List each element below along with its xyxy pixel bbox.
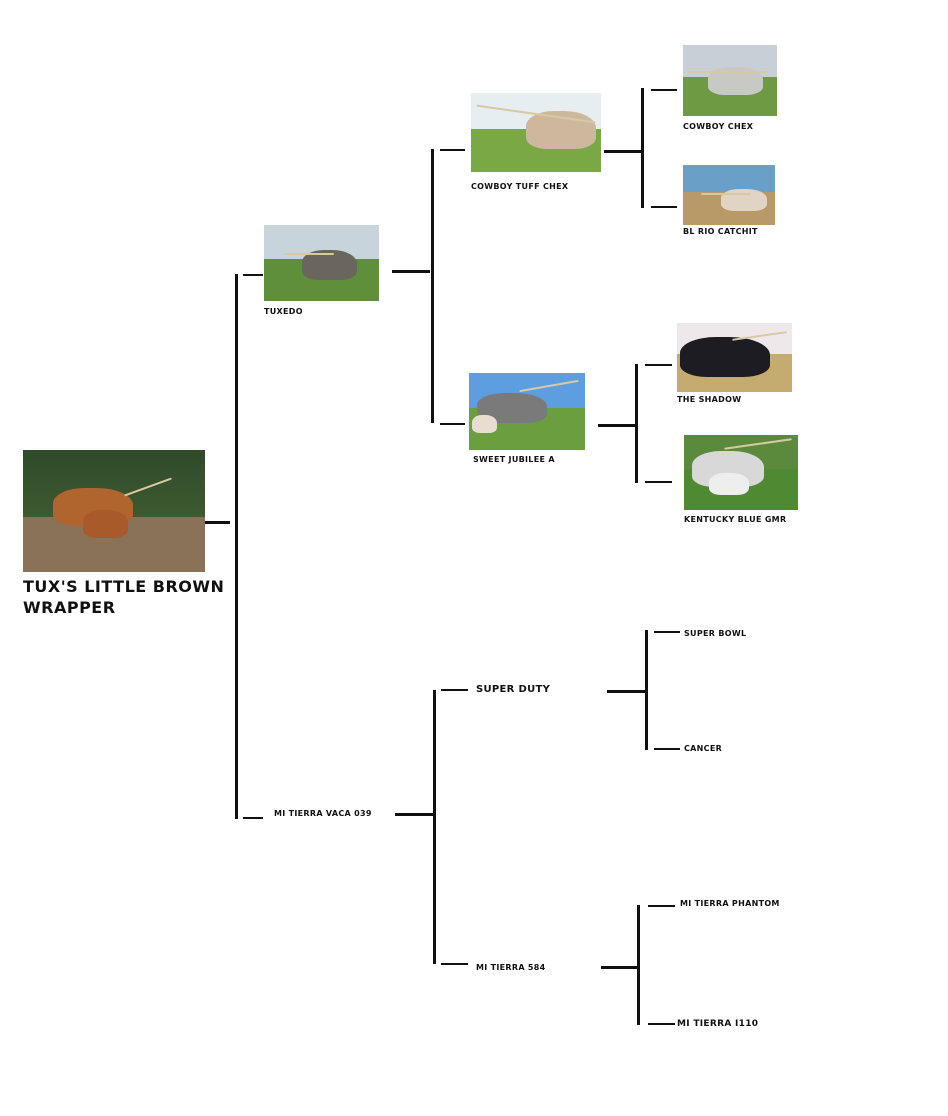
connector	[431, 149, 434, 423]
subject-name: TUX'S LITTLE BROWN WRAPPER	[23, 576, 224, 618]
connector	[648, 1023, 675, 1025]
connector	[441, 963, 468, 965]
kentucky-blue-gmr-photo	[684, 435, 798, 510]
subject-name-line2: WRAPPER	[23, 598, 116, 617]
connector	[243, 274, 263, 276]
sire-sire-name: COWBOY TUFF CHEX	[471, 182, 569, 191]
connector	[637, 905, 640, 1025]
dam-name: MI TIERRA VACA 039	[274, 809, 372, 818]
sire-photo	[264, 225, 379, 301]
dam-sire-name: SUPER DUTY	[476, 684, 551, 695]
connector	[440, 423, 465, 425]
connector	[641, 88, 644, 208]
dam-dam-name: MI TIERRA 584	[476, 963, 546, 972]
cancer-name: CANCER	[684, 744, 723, 753]
mi-tierra-phantom-name: MI TIERRA PHANTOM	[680, 899, 780, 908]
sire-dam-photo	[469, 373, 585, 450]
connector	[604, 150, 641, 153]
connector	[645, 364, 672, 366]
bl-rio-catchit-photo	[683, 165, 775, 225]
connector	[645, 481, 672, 483]
connector	[598, 424, 635, 427]
subject-photo	[23, 450, 205, 572]
connector	[648, 905, 675, 907]
sire-dam-name: SWEET JUBILEE A	[473, 455, 555, 464]
connector	[395, 813, 433, 816]
sire-sire-photo	[471, 93, 601, 172]
connector	[243, 817, 263, 819]
super-bowl-name: SUPER BOWL	[684, 629, 747, 638]
sire-name: TUXEDO	[264, 307, 303, 316]
connector	[433, 690, 436, 964]
connector	[607, 690, 645, 693]
cowboy-chex-name: COWBOY CHEX	[683, 122, 754, 131]
connector	[235, 274, 238, 819]
bl-rio-catchit-name: BL RIO CATCHIT	[683, 227, 758, 236]
the-shadow-photo	[677, 323, 792, 392]
connector	[635, 364, 638, 483]
connector	[392, 270, 430, 273]
connector	[654, 748, 680, 750]
connector	[651, 206, 677, 208]
the-shadow-name: THE SHADOW	[677, 395, 742, 404]
connector	[654, 631, 680, 633]
mi-tierra-i110-name: MI TIERRA I110	[677, 1019, 759, 1029]
connector	[441, 689, 468, 691]
connector	[205, 521, 230, 524]
connector	[440, 149, 465, 151]
connector	[601, 966, 638, 969]
cowboy-chex-photo	[683, 45, 777, 116]
kentucky-blue-gmr-name: KENTUCKY BLUE GMR	[684, 515, 787, 524]
connector	[651, 89, 677, 91]
subject-name-line1: TUX'S LITTLE BROWN	[23, 577, 225, 596]
connector	[645, 630, 648, 750]
